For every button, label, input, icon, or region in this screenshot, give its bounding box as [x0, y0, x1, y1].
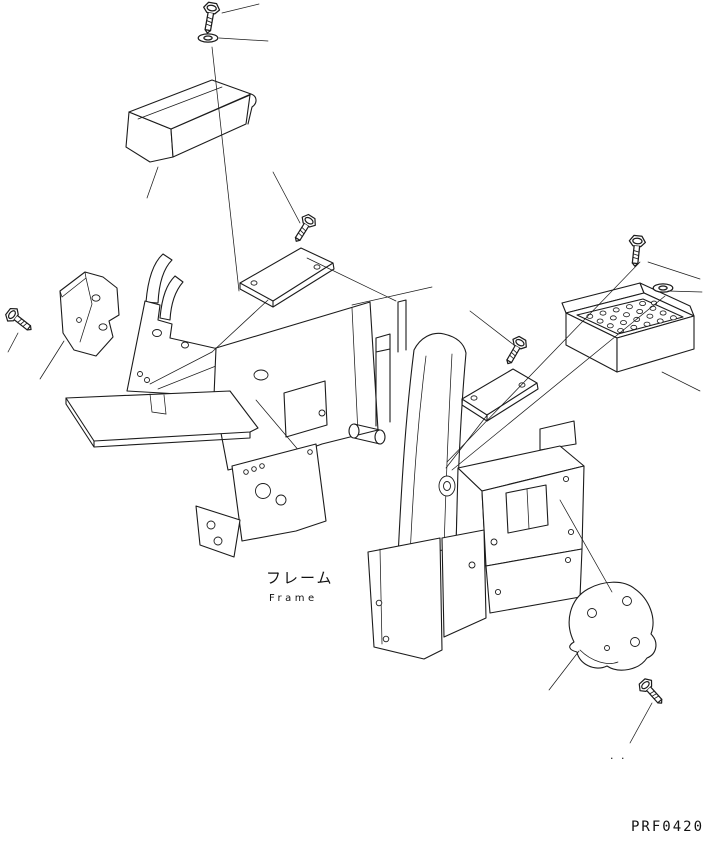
horn-bracket [145, 253, 184, 321]
ellipsis-dots: . . [610, 749, 627, 762]
center-skirt-plate [367, 537, 443, 660]
frame-label-jp: フレーム [266, 569, 334, 587]
bolt-middle-right [500, 333, 530, 369]
upper-plate-part [239, 247, 335, 308]
step-perforations [586, 300, 677, 334]
bolt-left [2, 304, 37, 337]
washer-top [197, 33, 219, 43]
arm-panel [397, 332, 467, 558]
frame-label-en: Frame [269, 593, 318, 604]
mount-tab [195, 505, 241, 558]
cylinder-boss [348, 423, 386, 445]
mid-plate-part [461, 368, 539, 422]
leader-lines [7, 3, 703, 744]
left-bracket-part [59, 271, 120, 357]
bolt-upper-middle [289, 211, 319, 246]
side-flap [441, 529, 487, 638]
floor-plate [65, 390, 259, 448]
bottom-bracket-part [568, 581, 657, 671]
step-part [561, 282, 695, 373]
left-lower-plate [231, 443, 327, 542]
cover-part [125, 79, 257, 163]
bolt-top [198, 0, 222, 35]
bolt-right-top [626, 234, 647, 268]
drawing-number: PRF0420 [631, 819, 704, 835]
support-posts [375, 299, 407, 427]
main-frame-assembly [65, 253, 585, 660]
